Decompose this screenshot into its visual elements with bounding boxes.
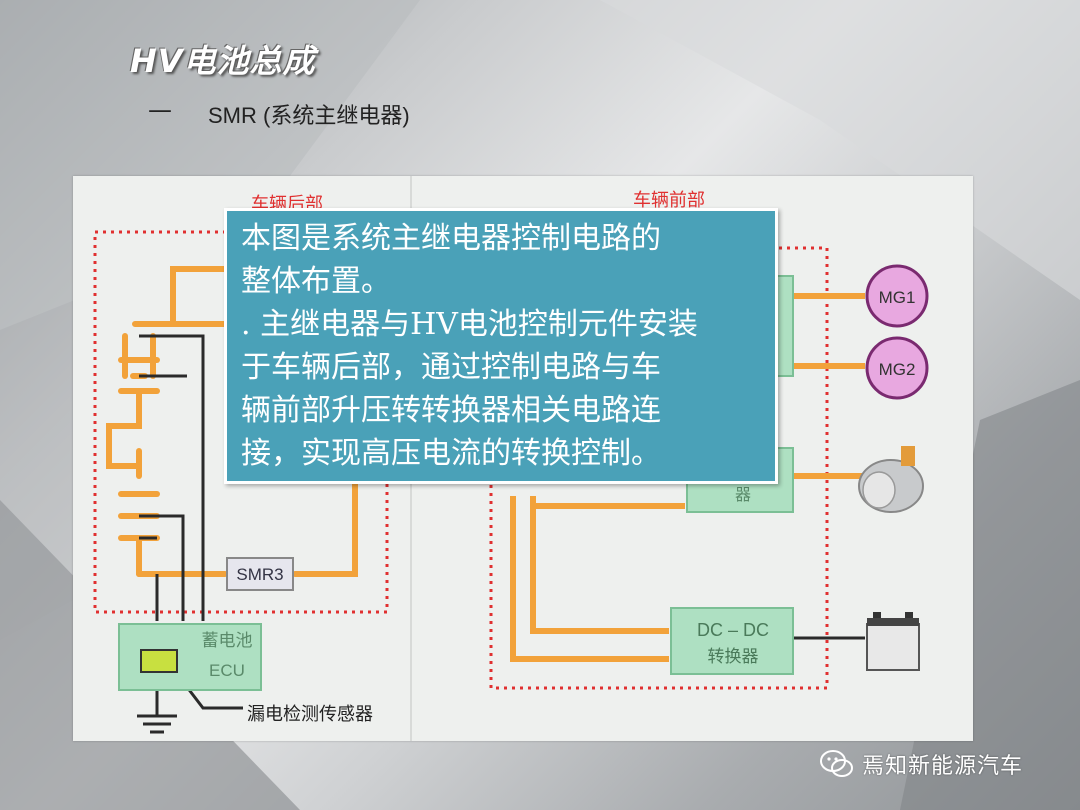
callout-line: 接，实现高压电流的转换控制。 [241,436,661,471]
callout-line: 整体布置。 [241,264,391,299]
watermark-text: 焉知新能源汽车 [862,754,1024,779]
slide-title: HV电池总成 [130,42,316,80]
bullet-text: SMR (系统主继电器) [208,103,410,128]
callout-line: 于车辆后部，通过控制电路与车 [241,350,661,385]
callout-line: 辆前部升压转转换器相关电路连 [241,393,661,428]
callout-line: 本图是系统主继电器控制电路的 [241,221,661,256]
smr3-box [226,557,294,591]
mg1-circle [865,264,929,328]
wechat-icon [820,750,853,777]
converter-partial-label: 器 [735,485,751,504]
dcdc-line2: 转换器 [708,647,759,667]
bullet-dash: — [148,96,172,124]
dcdc-line1: DC – DC [697,620,769,640]
leak-sensor-element [140,649,178,673]
smr3-label: SMR3 [236,565,283,584]
leak-sensor-label: 漏电检测传感器 [247,704,373,725]
auxiliary-battery-icon [866,612,920,671]
battery-ecu-line2: ECU [209,661,245,680]
mg2-label: MG2 [879,360,916,379]
callout-line: . 主继电器与HV电池控制元件安装 [241,307,698,342]
region-front-label: 车辆前部 [633,190,705,211]
rear-wires [106,266,358,577]
dcdc-box [670,607,794,675]
battery-ecu-line1: 蓄电池 [202,631,253,651]
mg2-circle [865,336,929,400]
mg1-label: MG1 [879,288,916,307]
ac-compressor-icon [858,446,924,513]
watermark: 焉知新能源汽车 [820,746,1023,782]
callout-box: 本图是系统主继电器控制电路的 整体布置。 . 主继电器与HV电池控制元件安装 于… [224,208,778,484]
front-wires [510,293,865,662]
